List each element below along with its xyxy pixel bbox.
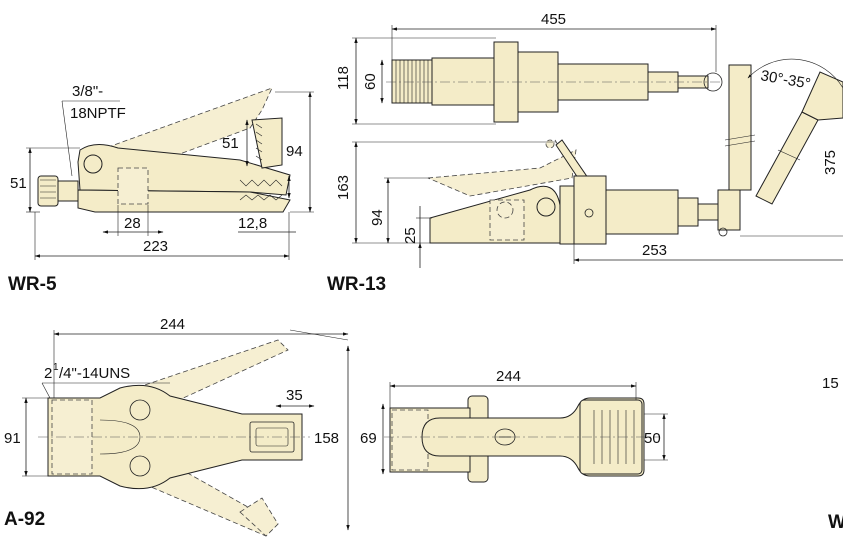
wr13-column-break <box>724 140 756 147</box>
a92-pin-upper <box>129 399 151 421</box>
wr5-tip-section <box>251 117 283 169</box>
a92-thread-rest: /4"-14UNS <box>59 365 130 382</box>
wr13-arm-break <box>777 149 801 161</box>
wr13-title: WR-13 <box>327 274 386 295</box>
wr5-pivot <box>83 154 103 174</box>
a92-drawing: 244 2 1 /4"-14UNS 35 91 158 A-92 <box>4 316 350 537</box>
a92-dim-35: 35 <box>286 387 303 404</box>
wr13-fitting <box>677 197 699 227</box>
a92-dim-91: 91 <box>4 430 21 447</box>
wr13-pump-pin <box>718 227 728 237</box>
wr5-port-line1: 3/8"- <box>72 83 103 100</box>
wr5-leader <box>61 100 73 177</box>
wr5-dim-94: 94 <box>286 143 303 160</box>
wr13-dim-163: 163 <box>335 175 352 200</box>
cutoff-text-15: 15 <box>822 375 839 392</box>
wr13-collar <box>559 185 575 245</box>
wr5-drawing: 51 94 51 28 12,8 223 3/8"- 18NPTF WR-5 <box>8 83 314 295</box>
a92-ext <box>289 329 349 341</box>
a92-pin-lower <box>129 455 151 477</box>
wr5-open-jaw-ghost <box>98 87 273 166</box>
wr13-dim-25: 25 <box>402 227 419 244</box>
wr13-cyl <box>605 189 679 235</box>
wr5-teeth-upper <box>239 179 283 187</box>
a92-dim-158: 158 <box>314 430 339 447</box>
wr5-coupler-knurl <box>40 179 56 199</box>
pedal-dim-69: 69 <box>360 430 377 447</box>
wr13-ghost-pin <box>545 139 555 149</box>
wr13-dim-118: 118 <box>335 66 352 90</box>
wr5-port-line2: 18NPTF <box>70 105 126 122</box>
wr13-angle-arc <box>747 58 843 89</box>
wr13-top-thread-lines <box>395 60 429 103</box>
wr13-column-break <box>724 134 756 141</box>
wr13-angle: 30°-35° <box>759 67 812 92</box>
wr13-dim-375: 375 <box>822 150 839 175</box>
pedal-dim-50: 50 <box>644 430 661 447</box>
wr5-dim-28: 28 <box>124 215 141 232</box>
wr13-dim-94: 94 <box>369 209 386 226</box>
wr5-tip-teeth <box>255 123 263 161</box>
wr13-pivot <box>536 197 556 217</box>
wr13-top-body <box>431 57 495 106</box>
wr13-pump-column <box>728 64 752 191</box>
wr5-title: WR-5 <box>8 274 57 295</box>
pedal-drawing: 244 69 50 <box>360 368 668 483</box>
wr13-drawing: 455 118 60 30°-35° 375 <box>327 11 843 295</box>
cutoff-text-w: W <box>828 512 843 533</box>
a92-thread-leader <box>41 382 51 399</box>
pedal-dim-244: 244 <box>496 368 521 385</box>
wr5-lower-jaw <box>77 189 291 213</box>
wr13-bolt <box>584 208 594 218</box>
wr5-dim-223: 223 <box>143 238 168 255</box>
wr13-top-ring <box>703 72 723 92</box>
wr13-open-jaw-ghost <box>427 149 577 197</box>
wr13-head <box>573 175 607 245</box>
wr13-pedal-arm <box>755 111 819 205</box>
a92-dim-244: 244 <box>160 316 185 333</box>
wr13-dim-253: 253 <box>642 242 667 259</box>
wr5-dim-51-tip: 51 <box>222 135 239 152</box>
wr5-fitting <box>57 180 79 202</box>
wr5-dim-12-8: 12,8 <box>238 215 267 232</box>
a92-thread-base: 2 <box>44 365 52 382</box>
a92-title: A-92 <box>4 509 45 530</box>
wr5-dim-51-left: 51 <box>10 175 27 192</box>
wr5-coupler <box>37 175 59 207</box>
a92-body <box>47 384 303 490</box>
wr5-piston-ghost <box>117 167 149 205</box>
wr13-dim-60: 60 <box>362 73 379 90</box>
wr13-pump-base <box>717 189 741 231</box>
wr13-pedal <box>801 71 843 121</box>
wr13-piston-pin <box>496 201 514 219</box>
wr13-hose <box>697 203 719 221</box>
a92-slot <box>99 419 141 455</box>
wr13-dim-455: 455 <box>541 11 566 28</box>
a92-tip-ghost <box>239 497 279 537</box>
a92-thread-sup: 1 <box>53 362 59 373</box>
wr5-teeth-lower <box>239 194 283 201</box>
